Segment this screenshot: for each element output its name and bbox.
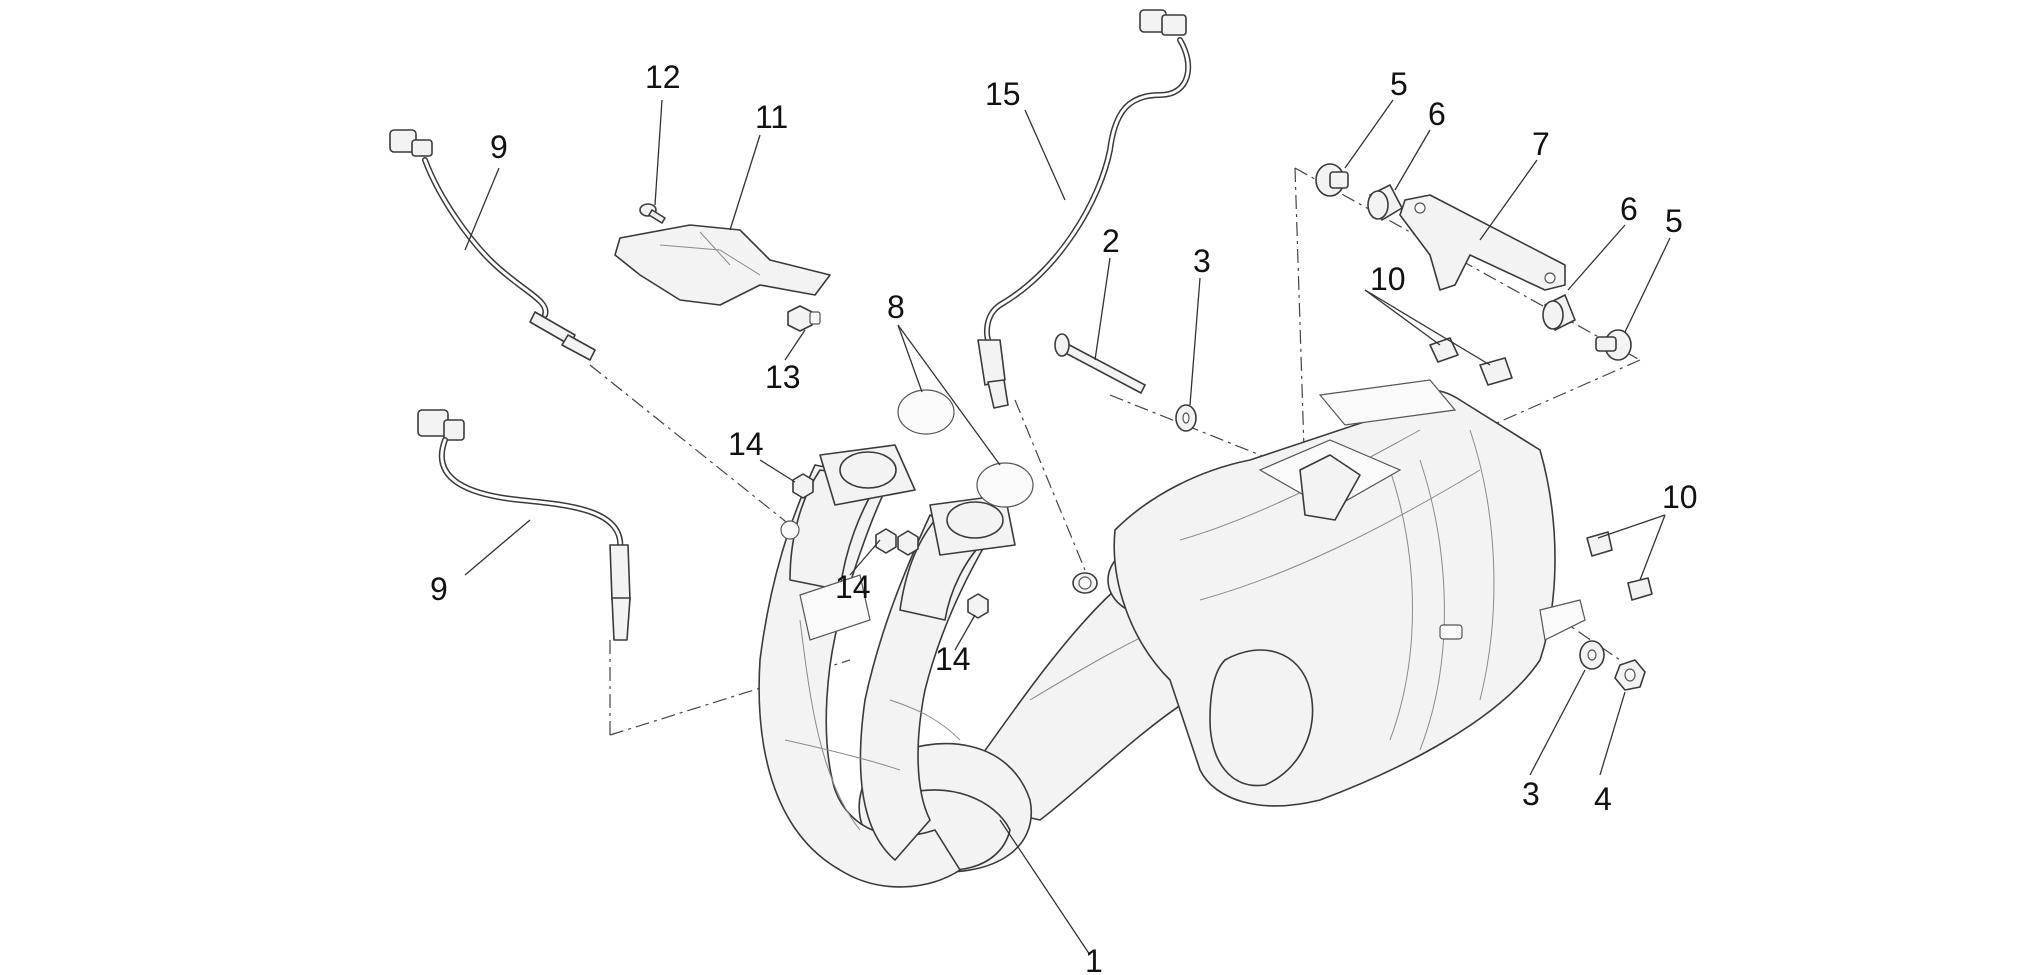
silencer (1113, 379, 1586, 807)
callout-14-a: 14 (728, 426, 764, 462)
lambda-sensor-lower-part-9 (417, 409, 631, 641)
callout-10-lower: 10 (1662, 479, 1698, 515)
gaskets-part-8 (897, 389, 1034, 508)
callout-13: 13 (765, 359, 801, 395)
callout-4: 4 (1594, 781, 1612, 817)
nut-part-4 (1614, 659, 1646, 691)
bushings-parts-5-6 (1315, 163, 1632, 361)
exhaust-header-part-1 (758, 444, 1208, 888)
heat-shield-part-11 (614, 224, 831, 306)
lambda-sensor-upper-part-9 (389, 129, 596, 361)
callout-15: 15 (985, 76, 1021, 112)
callout-labels: 1 2 3 3 4 5 5 6 6 7 8 9 9 10 10 11 12 13… (430, 59, 1698, 975)
callout-12: 12 (645, 59, 681, 95)
spacer-part-13 (787, 305, 821, 332)
flange-nuts-part-14 (792, 473, 989, 619)
callout-9-upper: 9 (490, 129, 508, 165)
callout-9-lower: 9 (430, 571, 448, 607)
callout-3-upper: 3 (1193, 243, 1211, 279)
bolt-part-2 (1054, 333, 1146, 394)
callout-3-lower: 3 (1522, 776, 1540, 812)
callout-6-right: 6 (1620, 191, 1638, 227)
leader-lines (464, 99, 1671, 956)
callout-5-right: 5 (1665, 203, 1683, 239)
screw-part-12 (639, 203, 666, 224)
washer-part-3 (1175, 404, 1605, 670)
callout-8: 8 (887, 289, 905, 325)
lambda-sensor-part-15 (977, 9, 1192, 409)
callout-10-upper: 10 (1370, 261, 1406, 297)
callout-14-b: 14 (835, 569, 871, 605)
callout-5-left: 5 (1390, 66, 1408, 102)
bracket-part-7 (1399, 194, 1566, 291)
callout-6-left: 6 (1428, 96, 1446, 132)
callout-2: 2 (1102, 223, 1120, 259)
callout-1: 1 (1085, 943, 1103, 975)
callout-14-c: 14 (935, 641, 971, 677)
callout-7: 7 (1532, 126, 1550, 162)
clips-part-10 (1429, 337, 1653, 601)
callout-11: 11 (755, 99, 788, 135)
